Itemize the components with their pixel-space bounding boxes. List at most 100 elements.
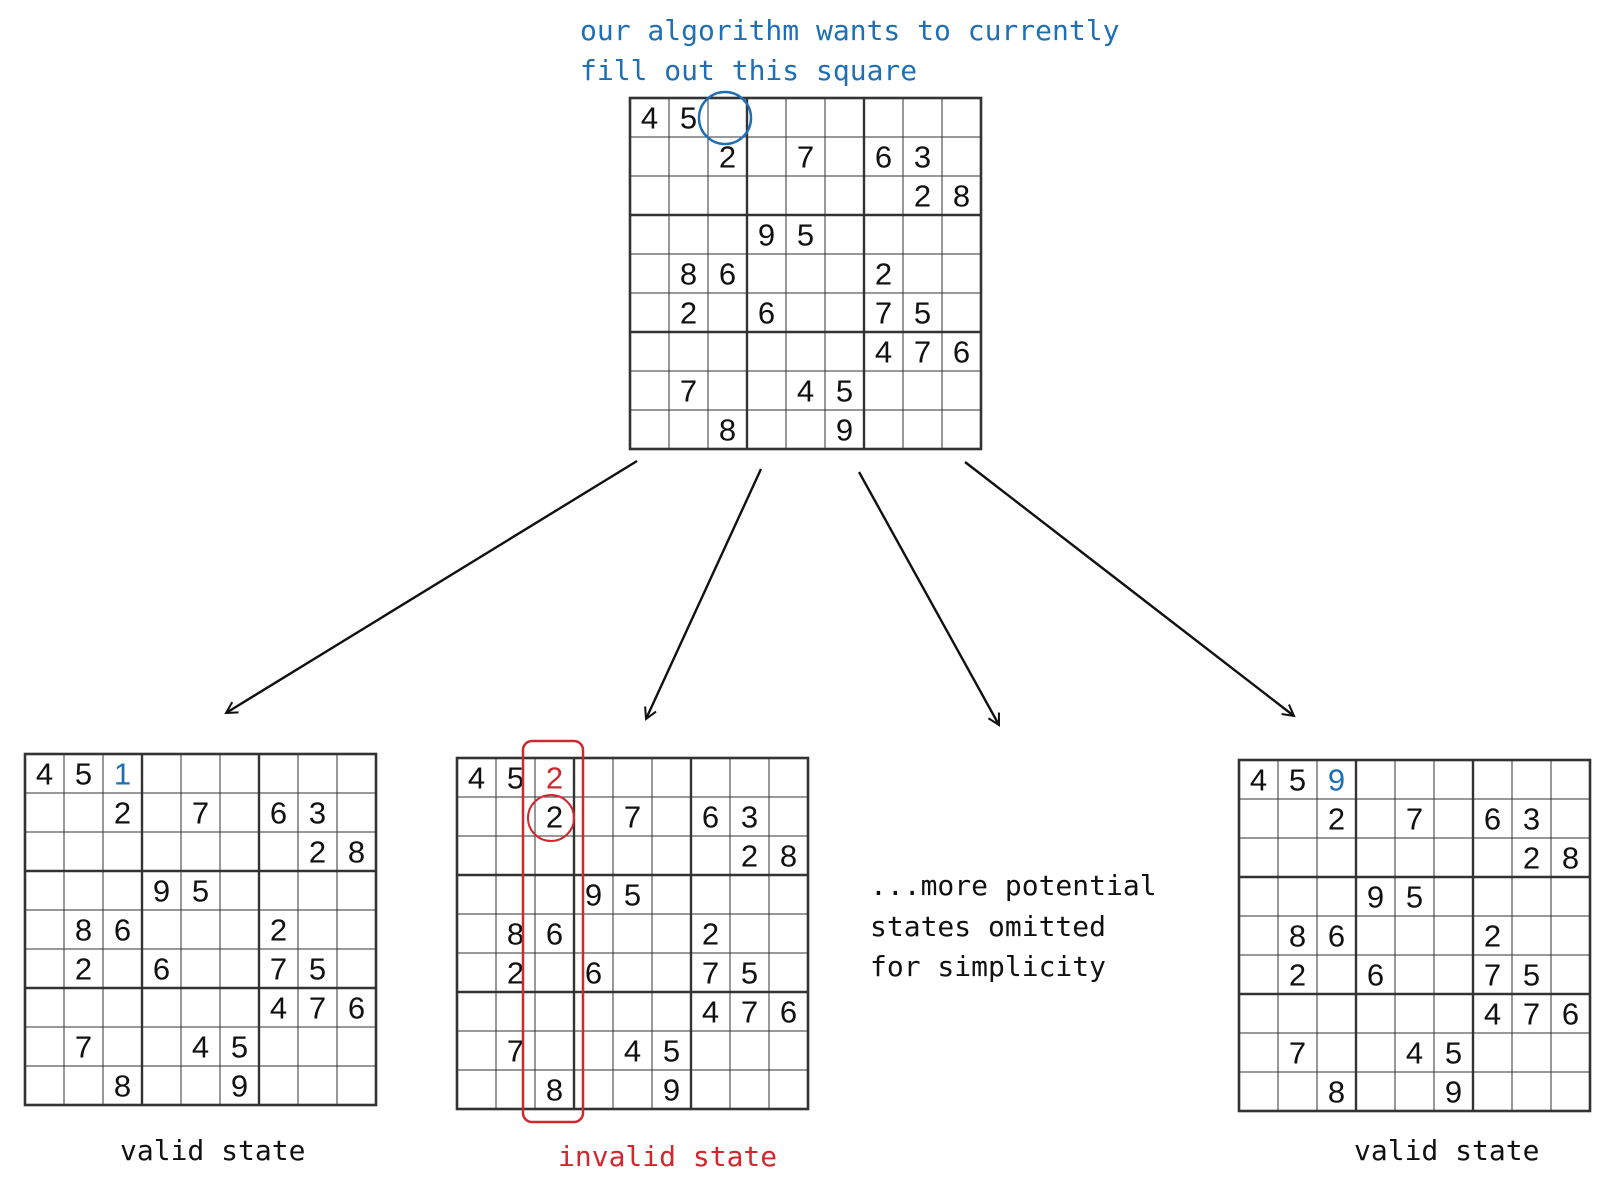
sudoku-digit: 7 [75, 1030, 92, 1065]
state-label-invalid: invalid state [558, 1140, 777, 1173]
sudoku-digit: 6 [953, 335, 970, 370]
note-line-3: for simplicity [870, 950, 1106, 983]
sudoku-digit: 2 [270, 913, 287, 948]
sudoku-digit: 2 [1328, 802, 1345, 837]
sudoku-digit: 6 [585, 956, 602, 991]
sudoku-digit: 7 [1289, 1036, 1306, 1071]
sudoku-digit: 5 [836, 374, 853, 409]
sudoku-digit: 2 [914, 179, 931, 214]
sudoku-digit: 6 [875, 140, 892, 175]
sudoku-digit: 8 [546, 1073, 563, 1108]
sudoku-digit: 2 [1484, 919, 1501, 954]
sudoku-digit: 7 [914, 335, 931, 370]
candidate-digit: 9 [1328, 763, 1345, 798]
sudoku-digit: 8 [114, 1069, 131, 1104]
sudoku-digit: 2 [680, 296, 697, 331]
sudoku-digit: 7 [875, 296, 892, 331]
sudoku-digit: 5 [1406, 880, 1423, 915]
sudoku-digit: 2 [75, 952, 92, 987]
annotation-line-1: our algorithm wants to currently [580, 14, 1119, 47]
sudoku-digit: 5 [309, 952, 326, 987]
sudoku-digit: 9 [153, 874, 170, 909]
annotation-line-2: fill out this square [580, 54, 917, 87]
sudoku-digit: 6 [758, 296, 775, 331]
sudoku-digit: 4 [641, 101, 658, 136]
conflict-circle [527, 794, 575, 842]
sudoku-digit: 2 [546, 800, 563, 835]
sudoku-digit: 5 [741, 956, 758, 991]
sudoku-digit: 3 [741, 800, 758, 835]
sudoku-digit: 4 [36, 757, 53, 792]
sudoku-digit: 6 [780, 995, 797, 1030]
sudoku-digit: 4 [1484, 997, 1501, 1032]
sudoku-digit: 6 [270, 796, 287, 831]
sudoku-digit: 4 [702, 995, 719, 1030]
grid-border [628, 96, 983, 451]
sudoku-digit: 9 [1445, 1075, 1462, 1110]
sudoku-digit: 5 [192, 874, 209, 909]
sudoku-digit: 9 [585, 878, 602, 913]
sudoku-digit: 6 [153, 952, 170, 987]
sudoku-digit: 5 [507, 761, 524, 796]
sudoku-digit: 2 [875, 257, 892, 292]
sudoku-digit: 7 [192, 796, 209, 831]
sudoku-digit: 7 [680, 374, 697, 409]
sudoku-digit: 4 [192, 1030, 209, 1065]
arrow-to-valid-9 [964, 461, 1294, 716]
sudoku-digit: 6 [719, 257, 736, 292]
sudoku-digit: 4 [1250, 763, 1267, 798]
state-label-valid-9: valid state [1354, 1134, 1539, 1167]
sudoku-digit: 8 [348, 835, 365, 870]
sudoku-digit: 9 [663, 1073, 680, 1108]
state-label-valid-1: valid state [120, 1134, 305, 1167]
sudoku-digit: 2 [741, 839, 758, 874]
arrow-to-omitted [857, 471, 1001, 725]
sudoku-digit: 2 [507, 956, 524, 991]
sudoku-digit: 7 [1484, 958, 1501, 993]
sudoku-digit: 4 [468, 761, 485, 796]
sudoku-digit: 7 [1523, 997, 1540, 1032]
sudoku-digit: 6 [114, 913, 131, 948]
sudoku-digit: 6 [1367, 958, 1384, 993]
sudoku-digit: 2 [1523, 841, 1540, 876]
sudoku-digit: 5 [663, 1034, 680, 1069]
sudoku-digit: 5 [914, 296, 931, 331]
sudoku-digit: 6 [348, 991, 365, 1026]
sudoku-digit: 3 [914, 140, 931, 175]
sudoku-digit: 8 [719, 413, 736, 448]
sudoku-digit: 7 [741, 995, 758, 1030]
sudoku-digit: 5 [1523, 958, 1540, 993]
arrows [226, 459, 1294, 725]
sudoku-digit: 5 [75, 757, 92, 792]
sudoku-digit: 6 [702, 800, 719, 835]
sudoku-digit: 3 [1523, 802, 1540, 837]
sudoku-digit: 7 [507, 1034, 524, 1069]
sudoku-digit: 5 [624, 878, 641, 913]
sudoku-digit: 5 [680, 101, 697, 136]
sudoku-digit: 8 [75, 913, 92, 948]
grid-border [1237, 758, 1592, 1113]
sudoku-digit: 5 [1445, 1036, 1462, 1071]
sudoku-digit: 4 [270, 991, 287, 1026]
sudoku-digit: 2 [309, 835, 326, 870]
sudoku-digit: 8 [953, 179, 970, 214]
sudoku-digit: 4 [624, 1034, 641, 1069]
sudoku-digit: 6 [546, 917, 563, 952]
sudoku-digit: 9 [1367, 880, 1384, 915]
sudoku-digit: 8 [1289, 919, 1306, 954]
sudoku-digit: 7 [797, 140, 814, 175]
sudoku-digit: 7 [1406, 802, 1423, 837]
candidate-digit: 2 [546, 761, 563, 796]
sudoku-digit: 8 [507, 917, 524, 952]
conflict-column-highlight [521, 739, 585, 1124]
sudoku-digit: 4 [797, 374, 814, 409]
grid-border [23, 752, 378, 1107]
sudoku-digit: 2 [702, 917, 719, 952]
sudoku-digit: 4 [875, 335, 892, 370]
sudoku-digit: 5 [231, 1030, 248, 1065]
sudoku-digit: 9 [231, 1069, 248, 1104]
note-line-2: states omitted [870, 910, 1106, 943]
